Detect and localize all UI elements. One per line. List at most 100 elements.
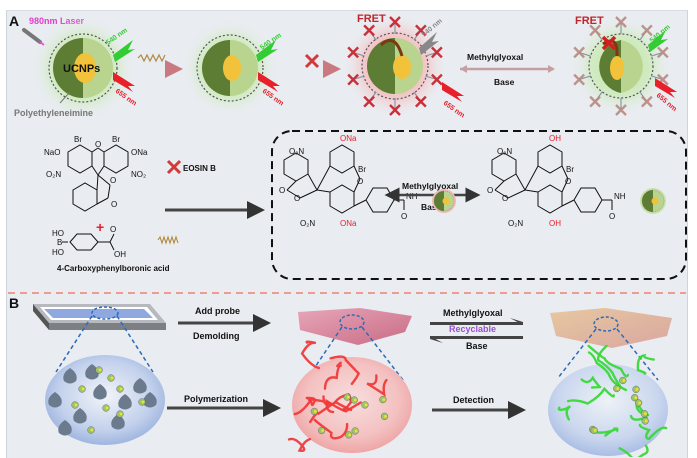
eosin-star-icon [430,73,443,86]
arrowhead-right [548,65,555,73]
right-o-lactone: O [502,194,508,203]
reaction-box [271,130,687,280]
eosin-star-icon [347,46,360,59]
droplet [73,408,87,424]
eosin-star-icon [615,104,627,116]
zoom-line-right-3 [616,328,659,381]
emission-green-icon [256,40,278,62]
eosin-br-1: Br [74,135,82,144]
mold-tray [33,304,166,330]
reaction-bottom-label: Base [494,77,515,87]
ucnp-particle-4 [571,16,671,116]
zoom-circle-red [339,314,365,330]
eosin-o-lactone: O [110,176,116,185]
nanoparticle-core [321,429,325,432]
box-reaction-top-label: Methylglyoxal [402,181,458,191]
eosin-star-icon [615,16,627,28]
left-ona-bottom: ONa [340,219,357,228]
nanoparticle-core [74,403,78,407]
polymer-chain [587,351,628,392]
zoom-circle-green [593,316,619,332]
pei-label: Polyethyleneimine [14,108,93,118]
droplet [48,392,62,408]
step2-label: Polymerization [184,394,248,404]
nanoparticle-core [354,429,358,433]
fret-label-2: FRET [575,15,604,27]
polymer-chain [638,423,668,441]
emission-gray-icon [419,32,439,55]
boronic-acid-structure [62,233,115,251]
ucnp-particle-1: UCNPs [31,16,135,120]
fret-blocked-x-icon [601,35,617,51]
eosin-ona: ONa [131,148,148,157]
right-o-carbonyl: O [487,186,493,195]
ucnp-particle-2 [182,20,278,116]
polymer-chain [557,405,572,421]
eosin-star-icon [573,73,586,86]
box-reaction-bottom-label: Base [421,202,442,212]
panel-b-label: B [9,295,19,311]
polymer-chain [580,375,602,389]
eosin-star-icon [347,73,360,86]
right-br: Br [566,165,574,174]
ucnp-label: UCNPs [63,63,100,75]
eosin-label: EOSIN B [183,164,216,173]
boronic-label: 4-Carboxyphenylboronic acid [57,264,170,273]
polymer-chain [596,344,622,388]
nanoparticle-core [622,379,626,382]
nanoparticle-core [634,396,638,400]
eosin-star-group [347,16,443,116]
emission-green-icon [648,30,668,52]
nanoparticle-core [98,368,102,372]
droplet [133,378,147,394]
recyclable-label: Recyclable [449,324,496,334]
nanoparticle-core [593,428,597,432]
right-o-bridge: O [565,177,571,186]
left-ona-top: ONa [340,134,357,143]
nanoparticle-core [119,387,123,391]
polymer-chain [629,400,650,421]
nanoparticle-core [638,401,642,405]
right-nh: NH [614,192,626,201]
emission-red-icon [113,72,135,92]
left-nh: NH [406,192,418,201]
left-br: Br [358,165,366,174]
eosin-star-icon [166,159,182,175]
ucnp-mini-probe-left [432,189,456,213]
eosin-star-icon [389,16,401,28]
step1-top-label: Add probe [195,306,240,316]
emission-red-icon [258,72,280,92]
left-o-lactone: O [294,194,300,203]
nanoparticle-core [644,412,647,416]
boronic-ho-2: HO [52,248,64,257]
step3-top-label: Methylglyoxal [443,308,503,318]
eosin-star-icon [363,24,375,37]
eosin-star-icon [573,46,586,59]
reverse-half-arrow [430,336,523,343]
pei-pointer [59,91,71,104]
eosin-o-carbonyl: O [111,200,117,209]
boronic-spring-icon [137,53,166,63]
ucnp-mini-probe-right [640,188,666,214]
left-o2n-top: O₂N [289,147,304,156]
nanoparticle-core [141,400,145,404]
polymer-chain [566,386,615,405]
boronic-spring-icon [157,235,179,245]
emission-red-label-4: 655 nm [655,92,678,113]
plus-sign: + [96,219,104,235]
nanoparticle-core [119,412,123,416]
nanoparticle-core [644,419,648,423]
laser-label: 980nm Laser [29,16,85,26]
hydrogel-sheet-green [550,308,672,348]
polymer-chain [618,444,649,457]
nanoparticle-core [110,376,114,380]
nanoparticle-core [348,433,352,437]
eosin-star-icon [589,24,601,37]
droplet [63,368,77,384]
nanoparticle-core [382,398,386,402]
green-polymer-network [557,344,668,457]
eosin-star-icon [304,53,320,69]
ucnp-particle-3-fret [343,14,447,118]
polymer-chain [596,427,619,437]
right-o-amide: O [609,212,615,221]
